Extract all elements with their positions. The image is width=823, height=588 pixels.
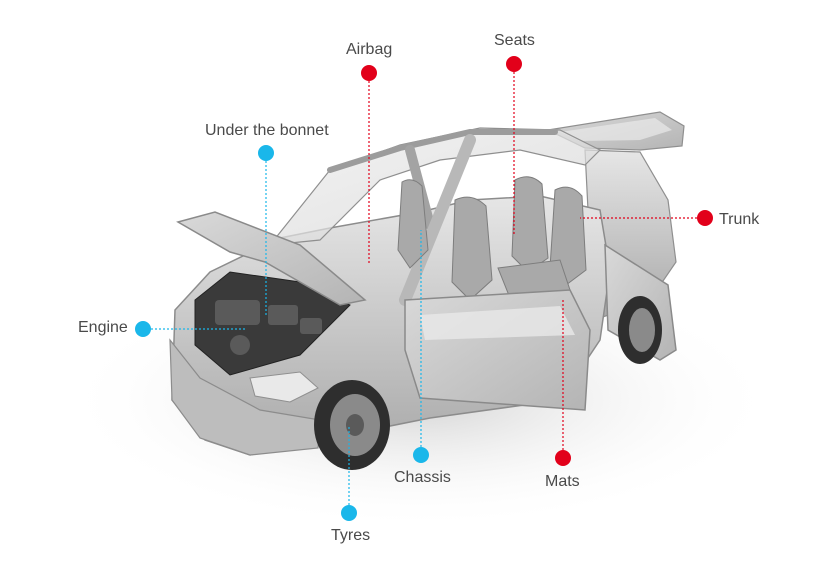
- seats-marker[interactable]: [506, 56, 522, 72]
- trunk-label[interactable]: Trunk: [719, 211, 760, 228]
- callout-lines: [143, 64, 705, 513]
- engine-label[interactable]: Engine: [78, 319, 128, 336]
- under-the-bonnet-label[interactable]: Under the bonnet: [205, 122, 329, 139]
- airbag-label[interactable]: Airbag: [346, 41, 393, 58]
- front-wheel: [314, 380, 390, 470]
- seats-art: [397, 176, 587, 301]
- mats-label[interactable]: Mats: [545, 473, 580, 490]
- mats-marker[interactable]: [555, 450, 571, 466]
- under-the-bonnet-marker[interactable]: [258, 145, 274, 161]
- tyres-marker[interactable]: [341, 505, 357, 521]
- tyres-label[interactable]: Tyres: [331, 527, 371, 544]
- bonnet: [176, 211, 367, 306]
- front-door: [404, 289, 591, 411]
- engine-marker[interactable]: [135, 321, 151, 337]
- chassis-label[interactable]: Chassis: [394, 469, 451, 486]
- front-bumper: [169, 338, 321, 456]
- rear-wheel: [618, 296, 662, 364]
- trunk-marker[interactable]: [697, 210, 713, 226]
- headlight: [249, 371, 319, 403]
- callout-markers: [135, 56, 713, 521]
- chassis-marker[interactable]: [413, 447, 429, 463]
- seats-label[interactable]: Seats: [494, 32, 535, 49]
- airbag-marker[interactable]: [361, 65, 377, 81]
